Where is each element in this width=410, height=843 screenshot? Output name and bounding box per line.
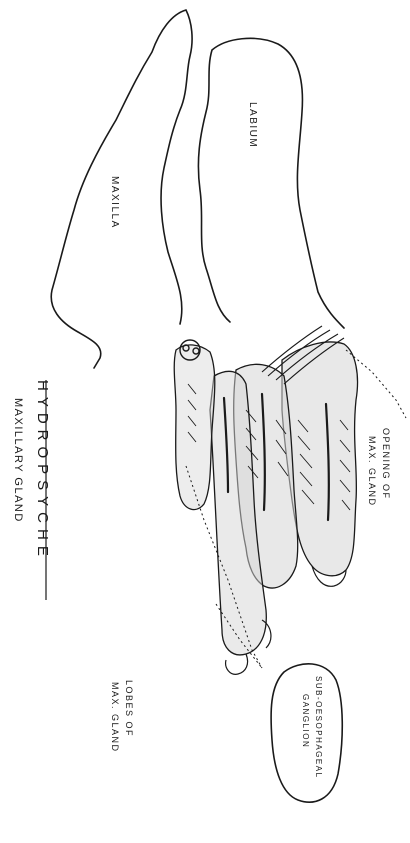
labium-outline <box>198 38 344 328</box>
label-labium: LABIUM <box>247 102 258 148</box>
label-opening-line1: OPENING OF <box>381 428 391 500</box>
gland-lobe-4 <box>174 345 215 510</box>
label-maxilla: MAXILLA <box>109 176 120 229</box>
label-lobes-line1: LOBES OF <box>124 680 134 737</box>
label-opening-line2: MAX. GLAND <box>367 436 377 507</box>
label-lobes-line2: MAX. GLAND <box>110 682 120 753</box>
label-ganglion-line1: SUB-OESOPHAGEAL <box>314 676 323 779</box>
label-ganglion-line2: GANGLION <box>301 694 310 748</box>
figure-subtitle: MAXILLARY GLAND <box>12 398 24 523</box>
maxilla-outline <box>51 10 192 368</box>
figure-title: HYDROPSYCHE <box>34 380 51 562</box>
